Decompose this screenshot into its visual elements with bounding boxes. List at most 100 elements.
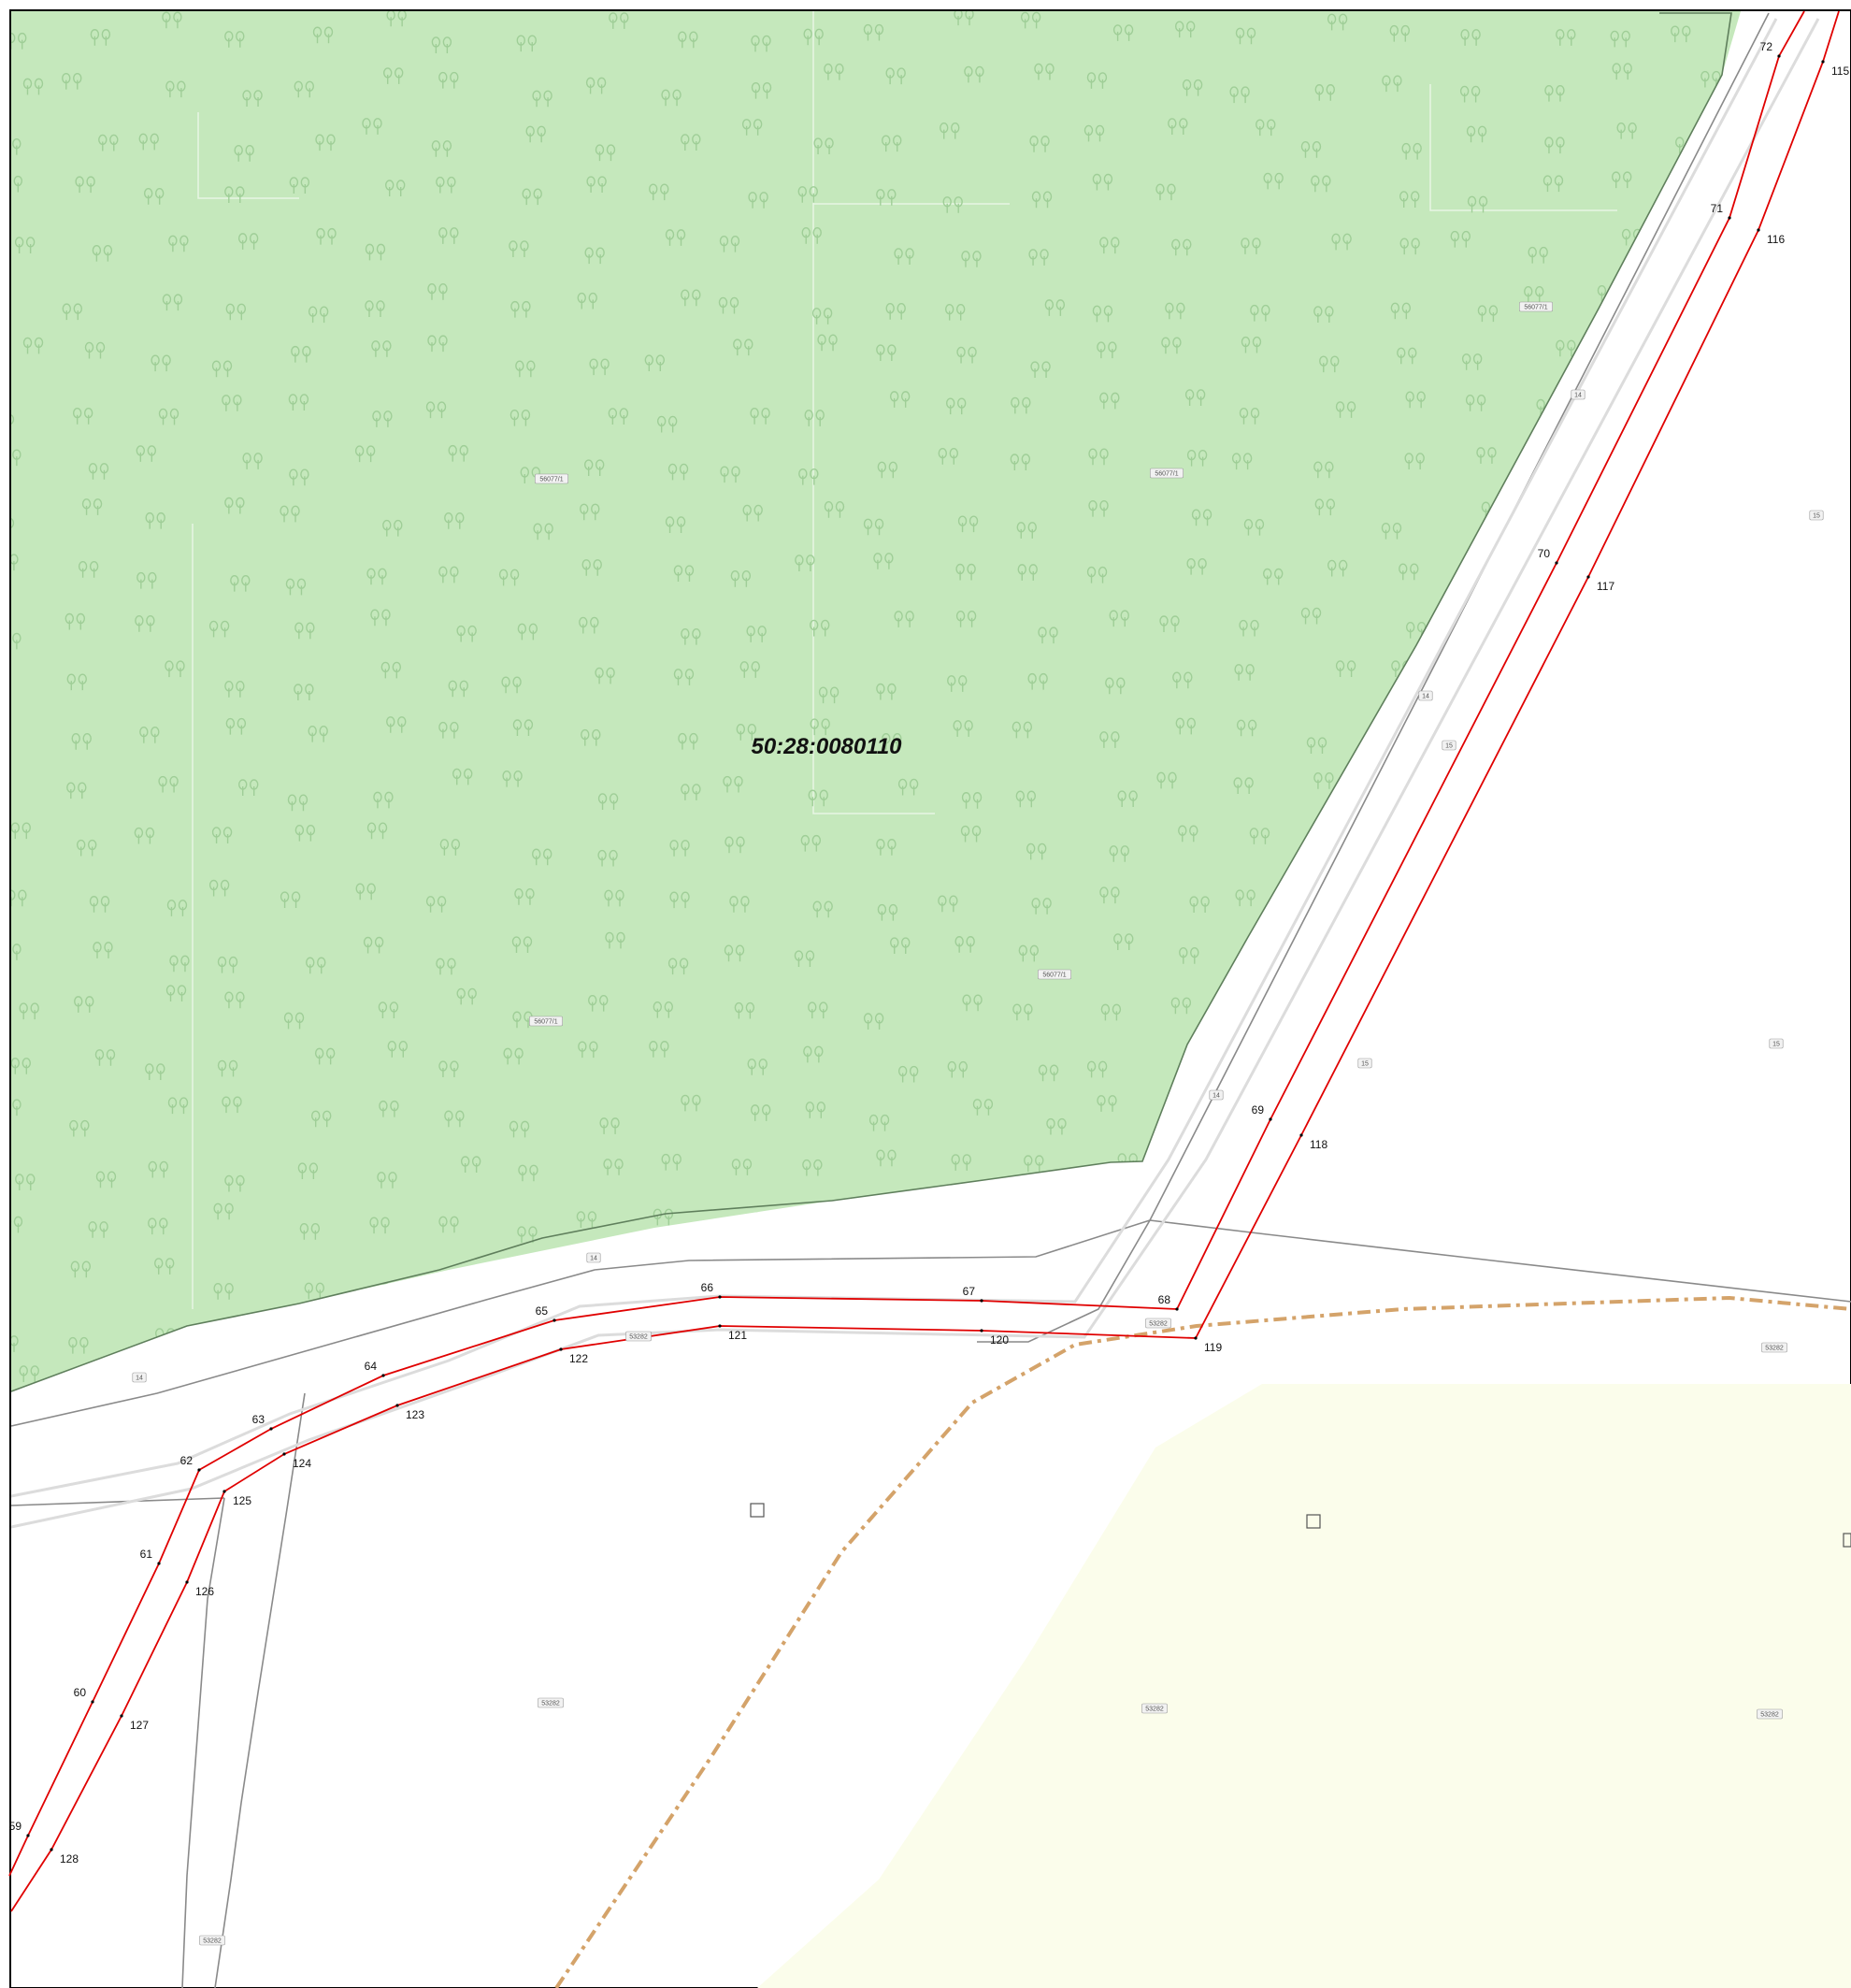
boundary-point-marker[interactable] [50, 1848, 53, 1851]
boundary-point-marker[interactable] [185, 1580, 189, 1584]
parcel-code-box [1418, 690, 1433, 701]
tree-icon [370, 609, 391, 627]
tree-icon [525, 125, 546, 143]
tree-icon [725, 836, 745, 854]
boundary-point-marker[interactable] [1821, 60, 1825, 64]
tree-icon [1335, 401, 1356, 418]
boundary-point-marker[interactable] [1757, 228, 1760, 232]
tree-icon [438, 227, 459, 244]
tree-icon [1088, 500, 1109, 517]
tree-icon [718, 296, 739, 314]
parcel-code-box [1357, 1058, 1372, 1069]
tree-icon [605, 931, 625, 949]
tree-icon [751, 35, 771, 52]
tree-icon [1086, 72, 1108, 89]
tree-icon [294, 825, 316, 842]
boundary-point-marker[interactable] [395, 1404, 399, 1407]
tree-icon [1450, 230, 1471, 248]
boundary-point-marker[interactable] [1555, 561, 1558, 565]
boundary-point-marker[interactable] [1194, 1336, 1198, 1340]
tree-icon [741, 119, 763, 136]
field-area[interactable] [757, 1384, 1851, 1988]
boundary-point-marker[interactable] [282, 1452, 286, 1456]
boundary-point-label: 71 [1711, 202, 1724, 215]
boundary-point-marker[interactable] [381, 1374, 385, 1377]
tree-icon [1612, 63, 1632, 80]
tree-icon [585, 77, 607, 94]
boundary-point-marker[interactable] [26, 1834, 30, 1837]
tree-icon [425, 401, 447, 419]
tree-icon [1031, 191, 1053, 209]
boundary-point-marker[interactable] [559, 1347, 563, 1351]
tree-icon [1616, 122, 1637, 139]
tree-icon [730, 570, 752, 587]
tree-icon [1399, 191, 1420, 208]
boundary-point-marker[interactable] [1728, 216, 1731, 220]
tree-icon [167, 1097, 189, 1115]
parcel-code-label: 15 [1813, 513, 1820, 520]
boundary-point-marker[interactable] [718, 1324, 722, 1328]
parcel-lines [10, 12, 1851, 1988]
tree-icon [1031, 898, 1052, 915]
tree-icon [439, 839, 461, 856]
tree-icon [951, 1154, 971, 1171]
tree-icon [1038, 627, 1058, 644]
tree-icon [69, 1119, 90, 1137]
tree-icon [723, 775, 743, 793]
boundary-point-marker[interactable] [197, 1468, 201, 1472]
parcel-code-label: 53282 [203, 1938, 222, 1945]
tree-icon [1390, 302, 1412, 320]
tree-icon [213, 1203, 234, 1220]
tree-icon [314, 1047, 336, 1065]
tree-icon [1165, 302, 1185, 320]
boundary-point-marker[interactable] [91, 1700, 94, 1704]
tree-icon [953, 720, 973, 737]
tree-icon [373, 791, 394, 809]
parcel-code-label: 53282 [629, 1334, 648, 1341]
tree-icon [78, 561, 99, 578]
tree-icon [810, 718, 830, 736]
tree-icon [386, 11, 407, 27]
tree-icon [946, 397, 967, 415]
boundary-point-marker[interactable] [222, 1490, 226, 1493]
parcel-code-box [1769, 1038, 1784, 1049]
parcel-code-box [1519, 301, 1554, 312]
boundary-point-marker[interactable] [718, 1295, 722, 1299]
boundary-point-marker[interactable] [120, 1714, 123, 1718]
boundary-point-marker[interactable] [157, 1562, 161, 1565]
tree-icon [294, 622, 315, 640]
tree-icon [211, 360, 233, 378]
tree-icon [145, 1063, 165, 1080]
parcel-code-box [1150, 468, 1184, 479]
boundary-point-marker[interactable] [980, 1299, 983, 1303]
boundary-point-marker[interactable] [1175, 1307, 1179, 1311]
tree-icon [208, 879, 230, 897]
boundary-point-marker[interactable] [552, 1318, 556, 1322]
boundary-point-marker[interactable] [1299, 1133, 1303, 1137]
map-square-marker [1306, 1514, 1321, 1529]
tree-icon [452, 768, 473, 785]
tree-icon [306, 957, 326, 974]
forest-area[interactable] [11, 11, 1741, 1391]
tree-icon [516, 35, 537, 52]
tree-icon [234, 145, 254, 162]
tree-icon [748, 192, 768, 209]
tree-icon [579, 616, 599, 634]
parcel-code-label: 56077/1 [539, 477, 563, 483]
tree-icon [1016, 522, 1037, 539]
tree-icon [436, 176, 456, 194]
boundary-point-marker[interactable] [980, 1329, 983, 1333]
tree-icon [369, 1217, 390, 1234]
tree-icon [731, 1159, 753, 1175]
tree-icon [1028, 249, 1049, 266]
tree-icon [656, 415, 678, 433]
boundary-point-marker[interactable] [1586, 575, 1590, 579]
boundary-point-marker[interactable] [1777, 54, 1781, 58]
tree-icon [1250, 304, 1270, 322]
boundary-point-marker[interactable] [269, 1427, 273, 1431]
boundary-point-marker[interactable] [1269, 1117, 1272, 1121]
tree-icon [165, 660, 185, 678]
tree-icon [148, 1217, 168, 1235]
